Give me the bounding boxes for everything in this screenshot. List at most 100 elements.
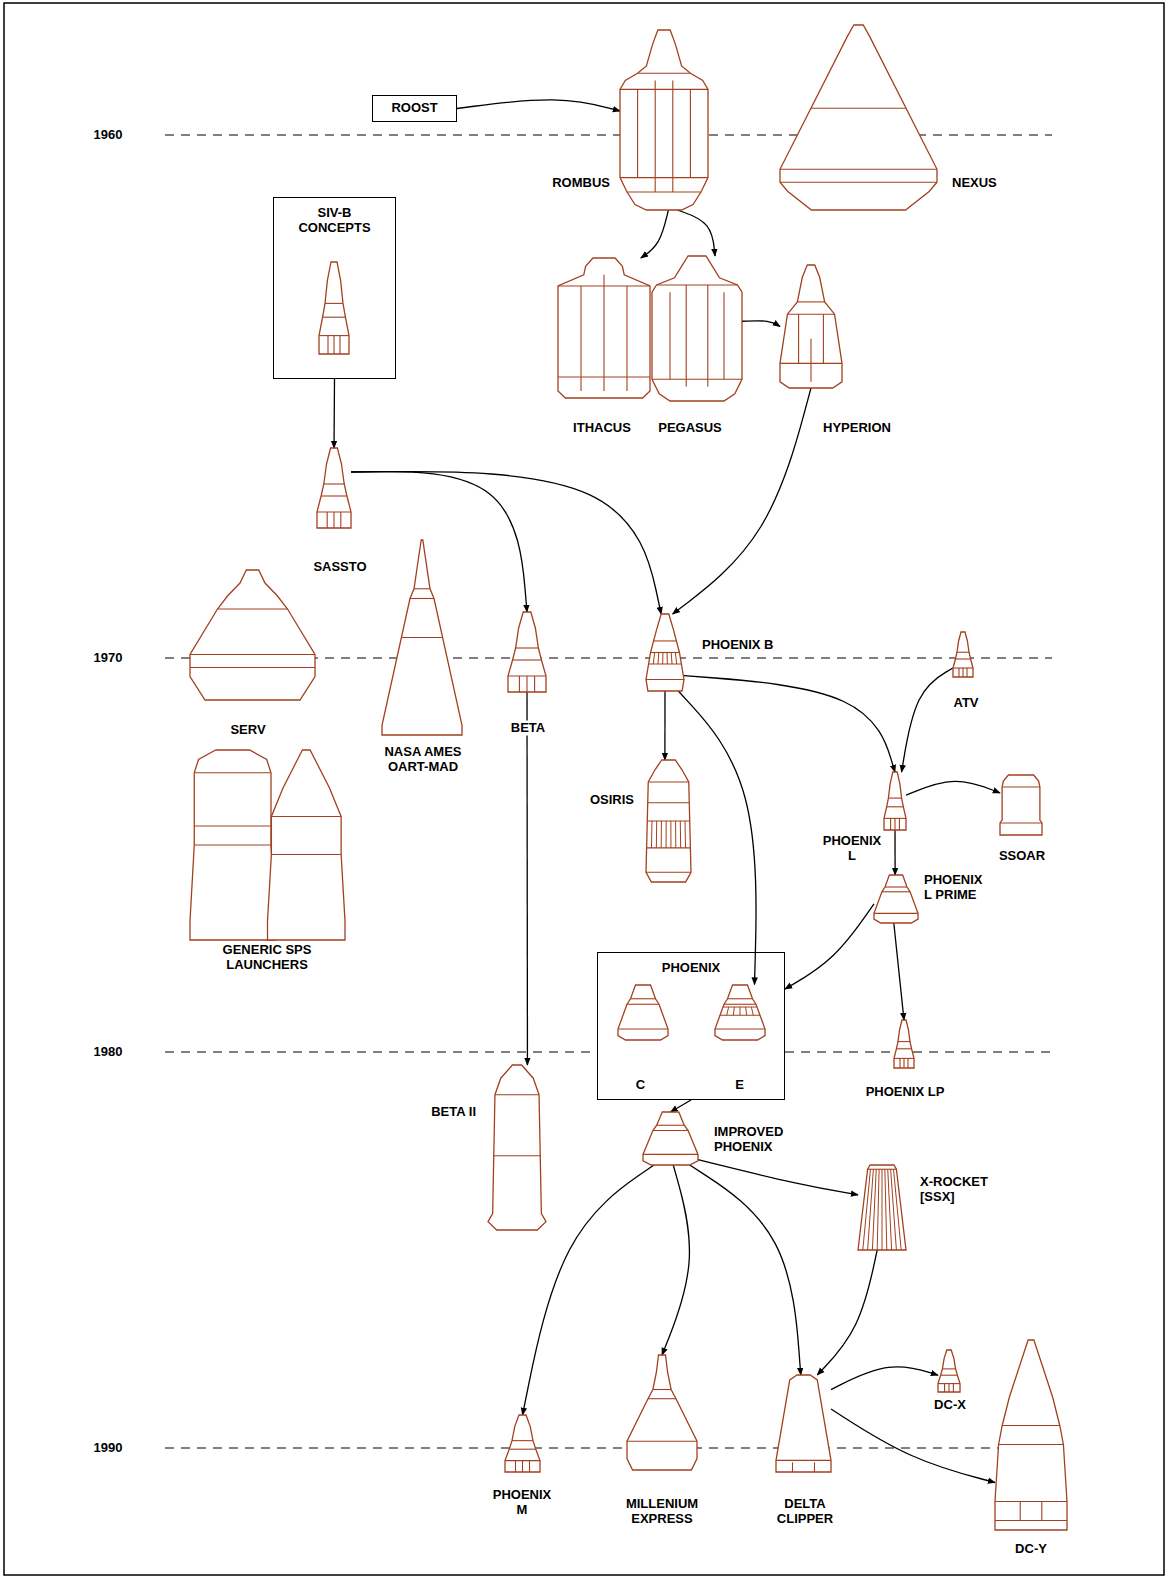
lineage-arrow	[457, 100, 620, 111]
vehicle-band	[1000, 822, 1042, 823]
vehicle-band	[495, 1094, 539, 1095]
vehicle-hatch	[685, 821, 687, 848]
vehicle-name: SSOAR	[997, 849, 1047, 864]
vehicle-seam	[814, 1462, 815, 1472]
vehicle-hatch	[739, 1007, 740, 1015]
vehicle-seam	[686, 285, 687, 387]
vehicle-name: OSIRIS	[588, 793, 636, 808]
vehicle: BETA II	[488, 1065, 546, 1230]
vehicle-seam	[526, 676, 527, 692]
vehicle-hatch	[885, 1169, 887, 1250]
vehicle-name: X-ROCKET [SSX]	[918, 1175, 1000, 1205]
vehicle-band	[727, 998, 752, 999]
vehicle: SSOAR	[1000, 775, 1042, 835]
vehicle-band	[887, 806, 904, 807]
vehicle-name: DC-X	[932, 1398, 968, 1413]
vehicle-hatch	[675, 653, 676, 665]
vehicle-drawing	[645, 613, 685, 692]
vehicle-seam	[723, 292, 724, 379]
vehicle-outline	[894, 1020, 914, 1068]
vehicle-name: SASSTO	[311, 560, 368, 575]
vehicle-band	[1002, 786, 1040, 787]
vehicle-drawing	[999, 774, 1043, 836]
vehicle-drawing	[883, 771, 907, 831]
vehicle-band	[896, 1048, 911, 1049]
vehicle-seam	[626, 286, 627, 391]
vehicle-drawing	[645, 759, 692, 883]
vehicle-band	[190, 667, 315, 668]
vehicle-hatch	[733, 1007, 734, 1015]
vehicle-band	[724, 1003, 756, 1004]
vehicle-drawing	[952, 631, 974, 678]
vehicle-drawing	[487, 1064, 547, 1231]
vehicle-seam	[340, 512, 341, 528]
vehicle-seam	[899, 818, 900, 830]
vehicle-outline	[620, 30, 708, 210]
group-box: ROOST	[372, 95, 457, 122]
vehicle-seam	[1041, 1502, 1042, 1521]
lineage-arrow	[351, 472, 661, 614]
vehicle-drawing	[318, 261, 350, 355]
vehicle-band	[324, 483, 344, 484]
vehicle-band	[190, 654, 315, 655]
vehicle-seam	[907, 1058, 908, 1068]
vehicle: NASA AMES OART-MAD	[382, 540, 462, 735]
vehicle-outline	[382, 540, 462, 735]
vehicle-band	[512, 1440, 533, 1441]
vehicle-drawing	[642, 1111, 699, 1166]
vehicle-seam	[953, 1384, 954, 1392]
vehicle-band	[627, 1003, 659, 1004]
vehicle-hatch	[653, 653, 654, 665]
vehicle-hatch	[726, 1007, 728, 1015]
vehicle-drawing	[994, 1339, 1068, 1531]
vehicle-band	[630, 998, 655, 999]
vehicle-seam	[672, 80, 673, 192]
lineage-arrow	[785, 904, 874, 989]
vehicle-band	[715, 1028, 765, 1029]
vehicle-seam	[958, 668, 959, 677]
vehicle-band	[646, 872, 691, 873]
vehicle-seam	[798, 314, 799, 363]
vehicle-band	[620, 89, 708, 90]
vehicle-hatch	[666, 821, 667, 848]
vehicle: GENERIC SPS LAUNCHERS	[190, 750, 345, 940]
lineage-arrow	[831, 1409, 995, 1483]
vehicle-band	[194, 825, 271, 826]
vehicle-outline	[874, 875, 918, 923]
vehicle-outline	[558, 258, 650, 398]
vehicle-outline	[268, 750, 346, 940]
vehicle-drawing	[651, 255, 743, 402]
vehicle: IMPROVED PHOENIX	[643, 1112, 698, 1165]
vehicle-hatch	[667, 653, 668, 665]
vehicle-name: SERV	[228, 723, 267, 738]
vehicle-hatch	[863, 1169, 871, 1250]
vehicle-band	[494, 1155, 540, 1156]
vehicle-drawing	[893, 1019, 915, 1069]
vehicle-band	[321, 495, 347, 496]
vehicle-seam	[948, 1384, 949, 1392]
vehicle-band	[410, 598, 434, 599]
vehicle: DELTA CLIPPER	[776, 1375, 831, 1472]
vehicle-band	[941, 1375, 958, 1376]
lineage-arrow	[906, 781, 1000, 795]
vehicle-seam	[522, 1461, 523, 1472]
lineage-arrow	[526, 692, 528, 1065]
lineage-arrow	[894, 830, 895, 875]
vehicle-hatch	[872, 1169, 876, 1250]
vehicle-outline	[715, 985, 765, 1040]
vehicle: DC-Y	[995, 1340, 1067, 1530]
year-label: 1980	[92, 1045, 125, 1060]
vehicle-hatch	[675, 821, 676, 848]
frame	[4, 3, 1164, 1575]
vehicle-drawing	[626, 1354, 698, 1471]
vehicle-outline	[652, 256, 742, 401]
vehicle-band	[995, 1501, 1067, 1502]
vehicle-band	[995, 1520, 1067, 1521]
vehicle-drawing	[316, 447, 352, 529]
vehicle-seam	[810, 339, 811, 382]
vehicle-seam	[903, 1058, 904, 1068]
vehicle-band	[653, 1130, 688, 1131]
vehicle-hatch	[751, 1007, 753, 1015]
vehicle-band	[780, 169, 937, 170]
